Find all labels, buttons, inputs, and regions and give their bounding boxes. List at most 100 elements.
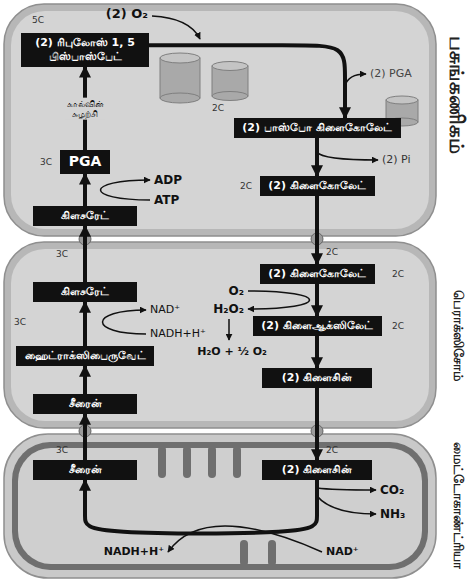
annotation-label: (2) PGA [370, 67, 412, 80]
process-box: (2) கிளைஆக்ஸிலேட் [253, 316, 382, 336]
process-box: (2) ரிபுலோஸ் 1, 5 பிஸ்பாஸ்பேட் [21, 33, 149, 67]
chloroplast-envelope [4, 4, 436, 236]
crista [268, 540, 276, 566]
annotation-label: 2C [326, 247, 338, 258]
edge-label: கால்வின் சுழற்சி [65, 97, 106, 120]
compound-name: PGA [68, 153, 102, 171]
flow-arrow [315, 284, 319, 316]
compound-name: (2) பாஸ்போ கிளைகோலேட் [242, 121, 393, 135]
nadh-nad-arrow [103, 310, 147, 334]
flow-arrow [315, 196, 319, 264]
process-box: (2) கிளைகோலேட் [260, 176, 375, 196]
process-box: (2) கிளைசின் [262, 368, 372, 388]
annotation-label: O₂ [229, 284, 244, 298]
granum-base [160, 93, 200, 103]
compound-name: (2) கிளைசின் [270, 463, 364, 477]
oxygen-input-arrow [152, 16, 200, 39]
annotation-label: H₂O + ½ O₂ [197, 345, 267, 358]
crista [208, 446, 216, 478]
process-box: கிளசரேட் [33, 282, 137, 302]
annotation-label: 3C [56, 445, 68, 456]
pga-output-arrow [345, 74, 366, 86]
organelle-region: பசுங்கணிகம்(2) ரிபுலோஸ் 1, 5 பிஸ்பாஸ்பேட… [4, 4, 436, 236]
annotation-label: 2C [240, 181, 252, 192]
organelle-region: மைட்டோகாண்ட்ரியாசீரைன்(2) கிளைசின் [4, 434, 436, 578]
organelle-name: பசுங்கணிகம் [445, 36, 469, 154]
annotation-label: ADP [154, 173, 182, 187]
flow-arrow [85, 480, 317, 534]
peroxide-breakdown-arrow [228, 319, 230, 340]
crista [183, 446, 191, 478]
mitochondrion-inner-membrane [12, 442, 428, 570]
compound-name: கிளசரேட் [41, 285, 129, 299]
process-box: (2) பாஸ்போ கிளைகோலேட் [234, 118, 401, 138]
annotation-label: 2C [392, 321, 404, 332]
oxygen-peroxide-arrow [248, 291, 310, 309]
compound-name: சீரைன் [41, 397, 129, 411]
annotation-label: ATP [154, 193, 179, 207]
process-box: சீரைன் [33, 460, 137, 480]
compound-name: (2) கிளைகோலேட் [268, 179, 367, 193]
annotation-label: H₂O₂ [213, 302, 244, 316]
flow-arrow [149, 45, 345, 118]
compound-name: (2) கிளைஆக்ஸிலேட் [261, 319, 374, 333]
flow-arrow [83, 366, 87, 394]
crista [158, 446, 166, 478]
annotation-label: 3C [14, 317, 26, 328]
annotation-label: 3C [56, 249, 68, 260]
atp-adp-arrow [101, 180, 151, 200]
compound-name: (2) கிளைகோலேட் [268, 267, 367, 281]
organelle-name: மைட்டோகாண்ட்ரியா [450, 442, 466, 569]
nh3-output-arrow [317, 496, 376, 514]
peroxisome-matrix [11, 249, 429, 421]
annotation-label: 5C [32, 15, 44, 26]
organelle-region: பெராக்ஸிசோம்(2) கிளைகோலேட்கிளசரேட்(2) கி… [4, 242, 436, 428]
co2-output-arrow [317, 488, 376, 490]
organelle-name: பெராக்ஸிசோம் [450, 290, 466, 381]
chloroplast-stroma [11, 11, 429, 229]
mitochondrion-matrix [18, 448, 422, 564]
flow-arrow [83, 302, 87, 346]
flow-arrow [83, 414, 87, 460]
process-box: (2) கிளைசின் [262, 460, 372, 480]
granum [160, 58, 200, 98]
granum-base [212, 92, 248, 101]
annotation-label: 3C [40, 157, 52, 168]
annotation-label: NAD⁺ [326, 545, 359, 558]
granum-top [212, 62, 248, 71]
flow-arrow [83, 174, 87, 206]
compound-name: (2) கிளைசின் [270, 371, 364, 385]
peroxisome-membrane [4, 242, 436, 428]
compound-name: ஹைட்ராக்ஸிபைருவேட் [24, 349, 146, 363]
crista [233, 446, 241, 478]
annotation-label: 2C [212, 103, 224, 114]
granum-top [160, 53, 200, 63]
flow-arrow [83, 226, 87, 282]
granum-top [386, 96, 418, 104]
annotation-label: (2) Pi [382, 153, 411, 166]
annotation-label: NH₃ [380, 507, 405, 521]
compound-name: சீரைன் [41, 463, 129, 477]
annotation-label: CO₂ [380, 483, 404, 497]
mitochondrion-outer-membrane [4, 434, 436, 578]
annotation-label: NADH+H⁺ [104, 545, 164, 558]
process-box: கிளசரேட் [33, 206, 137, 226]
process-box: சீரைன் [33, 394, 137, 414]
flow-arrow [315, 388, 319, 460]
process-box: (2) கிளைகோலேட் [260, 264, 375, 284]
annotation-label: 2C [326, 445, 338, 456]
phosphate-output-arrow [317, 152, 378, 160]
crista [240, 540, 248, 566]
annotation-label: NAD⁺ [150, 303, 180, 316]
flow-arrow [315, 336, 319, 368]
annotation-label: NADH+H⁺ [150, 327, 206, 340]
annotation-label: 2C [392, 269, 404, 280]
process-box: ஹைட்ராக்ஸிபைருவேட் [16, 346, 154, 366]
annotation-label: (2) O₂ [106, 6, 148, 22]
process-box: PGA [60, 150, 110, 174]
compound-name: (2) ரிபுலோஸ் 1, 5 பிஸ்பாஸ்பேட் [29, 36, 141, 64]
compound-name: கிளசரேட் [41, 209, 129, 223]
flow-arrow [315, 138, 319, 176]
